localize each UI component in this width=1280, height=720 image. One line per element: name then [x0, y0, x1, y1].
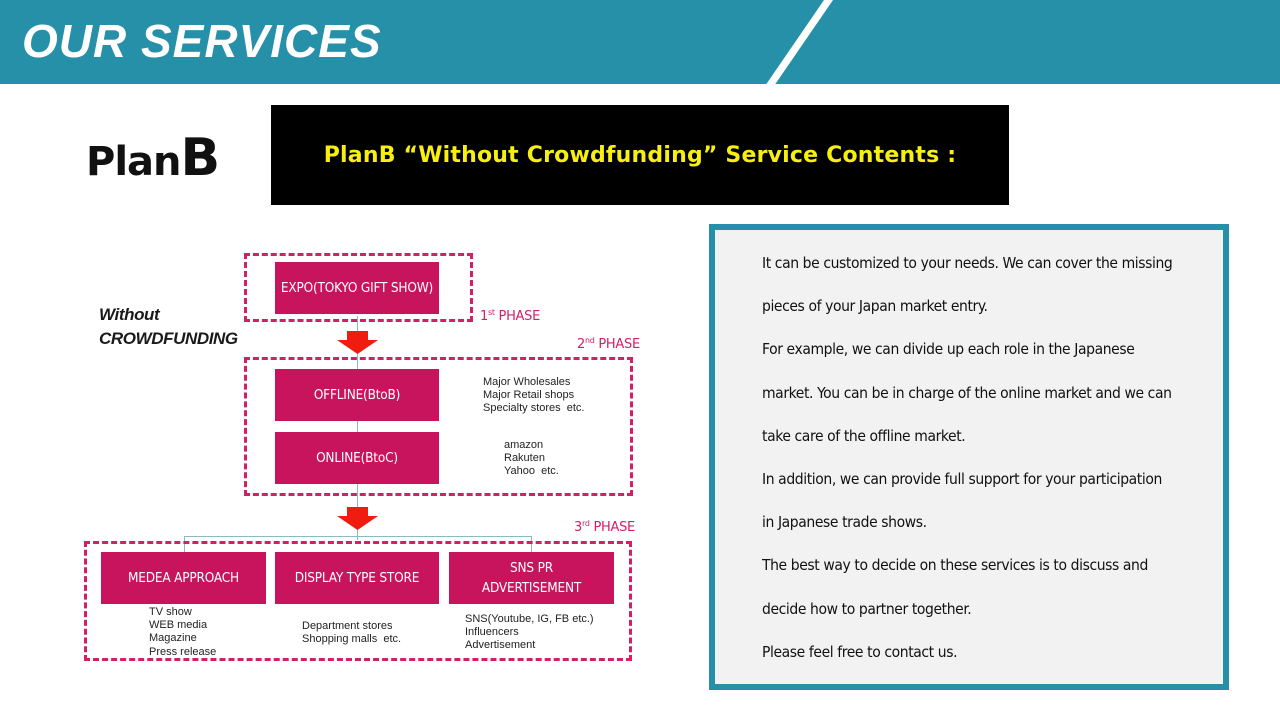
sns-pr-line1: SNS PR	[510, 560, 553, 576]
online-btoc-box: ONLINE(BtoC)	[275, 432, 439, 484]
without-label-line1: Without	[99, 305, 160, 324]
header-bar	[0, 0, 1280, 84]
sns-notes: SNS(Youtube, IG, FB etc.) Influencers Ad…	[465, 613, 594, 652]
info-line: market. You can be in charge of the onli…	[762, 383, 1172, 402]
without-label-line2: CROWDFUNDING	[99, 329, 238, 348]
info-panel: It can be customized to your needs. We c…	[709, 224, 1229, 690]
info-line: pieces of your Japan market entry.	[762, 297, 988, 316]
info-text: It can be customized to your needs. We c…	[762, 242, 1212, 674]
service-banner: PlanB “Without Crowdfunding” Service Con…	[271, 105, 1009, 205]
phase2-label: 2nd PHASE	[577, 336, 640, 352]
down-arrow-icon	[337, 507, 378, 530]
info-line: In addition, we can provide full support…	[762, 470, 1162, 489]
online-notes: amazon Rakuten Yahoo etc.	[504, 439, 559, 478]
connector-line	[357, 316, 358, 540]
info-line: Please feel free to contact us.	[762, 642, 958, 661]
connector-line	[531, 536, 532, 552]
sns-pr-box: SNS PR ADVERTISEMENT	[449, 552, 614, 604]
header-slash-decoration	[765, 0, 833, 86]
phase3-label: 3rd PHASE	[574, 519, 635, 535]
connector-line	[184, 536, 532, 537]
sns-pr-line2: ADVERTISEMENT	[481, 580, 582, 596]
phase1-label: 1st PHASE	[480, 308, 541, 324]
without-crowdfunding-label: Without CROWDFUNDING	[99, 303, 238, 351]
display-notes: Department stores Shopping malls etc.	[302, 620, 402, 646]
info-line: decide how to partner together.	[762, 599, 972, 618]
phase3-box	[84, 541, 632, 661]
banner-title: PlanB “Without Crowdfunding” Service Con…	[323, 142, 957, 168]
info-line: in Japanese trade shows.	[762, 513, 927, 532]
display-store-box: DISPLAY TYPE STORE	[275, 552, 439, 604]
phase1-box	[244, 253, 473, 322]
planb-logo-plan: Plan	[86, 139, 181, 185]
media-approach-box: MEDEA APPROACH	[101, 552, 266, 604]
offline-notes: Major Wholesales Major Retail shops Spec…	[483, 376, 585, 415]
info-line: For example, we can divide up each role …	[762, 340, 1135, 359]
info-line: It can be customized to your needs. We c…	[762, 254, 1173, 272]
connector-line	[184, 536, 185, 552]
media-notes: TV show WEB media Magazine Press release	[149, 606, 217, 658]
down-arrow-icon	[337, 331, 378, 354]
planb-logo: PlanB	[86, 128, 221, 188]
phase2-box	[244, 357, 633, 496]
offline-btob-box: OFFLINE(BtoB)	[275, 369, 439, 421]
expo-box: EXPO(TOKYO GIFT SHOW)	[275, 262, 439, 314]
info-line: take care of the offline market.	[762, 426, 966, 445]
page-title: OUR SERVICES	[22, 15, 382, 67]
planb-logo-b: B	[180, 128, 221, 188]
info-line: The best way to decide on these services…	[762, 556, 1148, 575]
